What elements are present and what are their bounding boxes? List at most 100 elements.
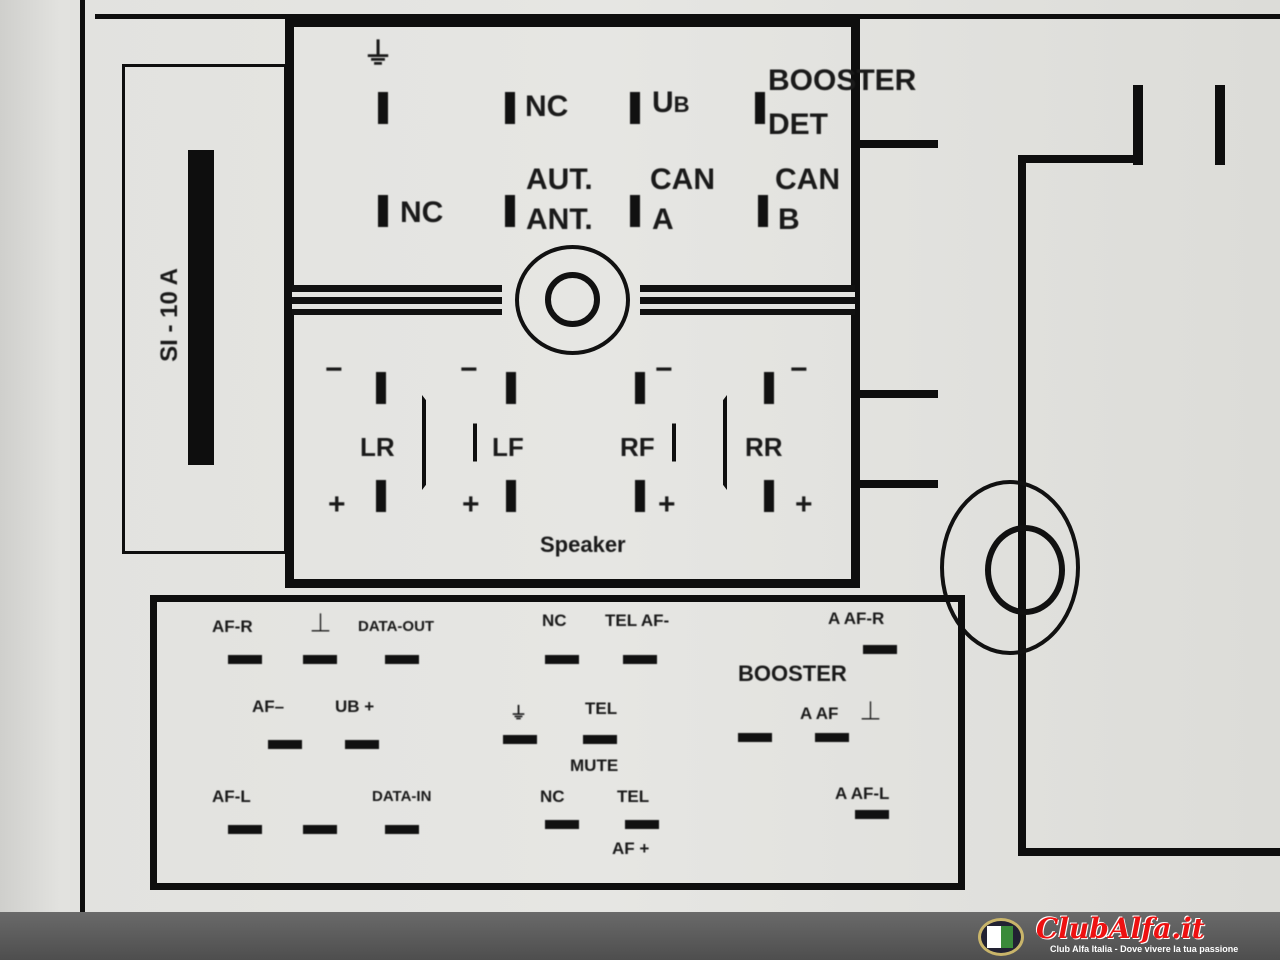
label-lf: LF bbox=[492, 432, 524, 462]
label-a-af: A AF bbox=[800, 704, 839, 723]
label-can-b: CAN bbox=[775, 163, 840, 196]
label-nc: NC bbox=[540, 787, 565, 806]
label-af-minus: AF– bbox=[252, 697, 285, 716]
pin bbox=[506, 480, 516, 512]
minus-sign: − bbox=[655, 353, 673, 386]
diagram-paper: SI - 10 A ⏚ NC UB BOOSTER DET NC AUT. AN… bbox=[0, 0, 1280, 912]
label-speaker: Speaker bbox=[540, 532, 626, 557]
center-mounting-hole bbox=[515, 245, 630, 355]
pin bbox=[378, 195, 388, 227]
pin bbox=[385, 825, 419, 834]
pin bbox=[635, 480, 645, 512]
pin bbox=[545, 655, 579, 664]
label-booster: BOOSTER bbox=[738, 661, 847, 686]
minus-sign: − bbox=[790, 353, 808, 386]
pin bbox=[303, 825, 337, 834]
pin bbox=[505, 92, 515, 124]
side-bracket bbox=[858, 140, 938, 148]
pin bbox=[855, 810, 889, 819]
label-ground: ⏊ bbox=[862, 702, 879, 721]
pin bbox=[503, 735, 537, 744]
label-ant: ANT. bbox=[526, 203, 593, 236]
label-a-af-r: A AF-R bbox=[828, 609, 885, 628]
speaker-connector-outline bbox=[285, 18, 860, 588]
label-rf: RF bbox=[620, 432, 655, 462]
plus-sign: + bbox=[795, 488, 813, 521]
label-ub-main: U bbox=[652, 86, 674, 119]
pin bbox=[583, 735, 617, 744]
label-af-plus: AF + bbox=[612, 839, 650, 858]
center-hole-inner bbox=[545, 272, 600, 327]
pin bbox=[345, 740, 379, 749]
pin bbox=[545, 820, 579, 829]
label-rr: RR bbox=[745, 432, 783, 462]
watermark-bar bbox=[0, 912, 1280, 960]
label-ground: ⏚ bbox=[510, 704, 527, 723]
right-frame-bottom bbox=[1018, 848, 1280, 856]
label-nc: NC bbox=[400, 196, 444, 229]
pin bbox=[506, 372, 516, 404]
pin bbox=[268, 740, 302, 749]
label-det: DET bbox=[768, 108, 828, 141]
watermark-brand: ClubAlfa.it bbox=[1036, 912, 1205, 945]
label-aut: AUT. bbox=[526, 163, 593, 196]
divider-right bbox=[640, 285, 855, 315]
pin bbox=[630, 195, 640, 227]
watermark-tagline: Club Alfa Italia - Dove vivere la tua pa… bbox=[1050, 944, 1239, 954]
label-a-af-l: A AF-L bbox=[835, 784, 890, 803]
pin bbox=[625, 820, 659, 829]
pin bbox=[228, 655, 262, 664]
fuse-label: SI - 10 A bbox=[156, 268, 183, 362]
ground-symbol: ⏚ bbox=[363, 38, 393, 71]
pin bbox=[863, 645, 897, 654]
label-ub: UB bbox=[652, 88, 690, 120]
label-nc: NC bbox=[525, 90, 569, 123]
label-lr: LR bbox=[360, 432, 395, 462]
label-ub-plus: UB + bbox=[335, 697, 375, 716]
minus-sign: − bbox=[460, 353, 478, 386]
minus-sign: − bbox=[325, 353, 343, 386]
pin bbox=[635, 372, 645, 404]
right-tab bbox=[1133, 85, 1143, 165]
label-tel-af-minus: TEL AF- bbox=[605, 611, 670, 630]
pin bbox=[755, 92, 765, 124]
pin bbox=[376, 372, 386, 404]
pin bbox=[385, 655, 419, 664]
label-nc: NC bbox=[542, 611, 567, 630]
label-tel: TEL bbox=[585, 699, 618, 718]
pin bbox=[630, 92, 640, 124]
side-bracket bbox=[858, 480, 938, 488]
pin bbox=[378, 92, 388, 124]
pin bbox=[758, 195, 768, 227]
right-hole-inner bbox=[985, 525, 1065, 615]
pin bbox=[764, 372, 774, 404]
label-af-l: AF-L bbox=[212, 787, 251, 806]
side-bracket bbox=[858, 390, 938, 398]
label-data-out: DATA-OUT bbox=[358, 618, 435, 635]
divider-left bbox=[292, 285, 502, 315]
right-mounting-hole bbox=[940, 480, 1080, 655]
frame-top bbox=[95, 14, 1280, 19]
pin bbox=[505, 195, 515, 227]
pin bbox=[815, 733, 849, 742]
label-tel: TEL bbox=[617, 787, 650, 806]
label-booster: BOOSTER bbox=[768, 64, 917, 97]
pin bbox=[228, 825, 262, 834]
label-ground: ⏊ bbox=[312, 614, 329, 633]
pin bbox=[764, 480, 774, 512]
label-af-r: AF-R bbox=[212, 617, 253, 636]
pin bbox=[376, 480, 386, 512]
label-can-a: CAN bbox=[650, 163, 715, 196]
pin bbox=[738, 733, 772, 742]
plus-sign: + bbox=[462, 488, 480, 521]
label-can-b-letter: B bbox=[778, 203, 800, 236]
fuse-bar bbox=[188, 150, 214, 465]
label-data-in: DATA-IN bbox=[372, 788, 432, 805]
iso-connector-outline bbox=[150, 595, 965, 890]
page-border-left bbox=[80, 0, 85, 912]
label-mute: MUTE bbox=[570, 756, 619, 775]
label-can-a-letter: A bbox=[652, 203, 674, 236]
alfa-romeo-emblem-icon bbox=[978, 918, 1024, 956]
label-ub-sub: B bbox=[673, 92, 690, 117]
plus-sign: + bbox=[658, 488, 676, 521]
